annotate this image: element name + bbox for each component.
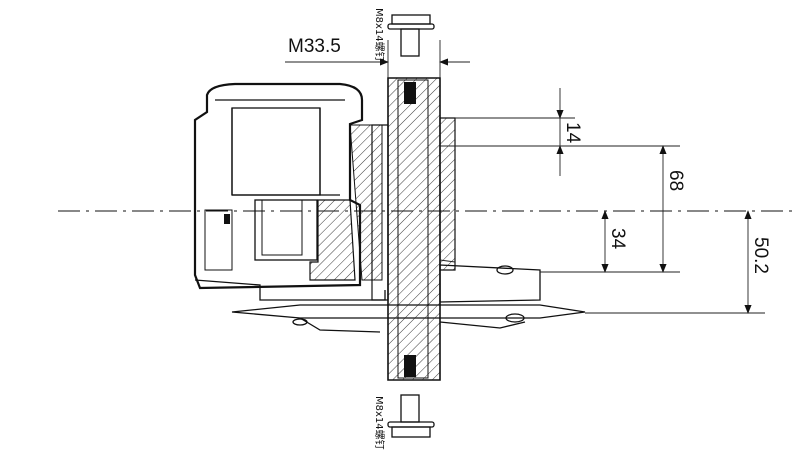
dimension-m33-5: M33.5 [285, 36, 470, 78]
dimension-14: 14 [556, 88, 583, 176]
screw-label-top: M8x14螺钉 [373, 8, 385, 62]
screw-top [387, 14, 435, 57]
dimension-34: 34 [601, 210, 628, 273]
extension-lines [455, 117, 765, 314]
dimension-68: 68 [659, 145, 686, 273]
dimension-label-34: 34 [607, 228, 628, 250]
dimension-label-50-2: 50.2 [750, 237, 771, 274]
dimension-label-m33-5: M33.5 [288, 36, 341, 57]
dimension-50-2: 50.2 [744, 210, 771, 314]
motor-housing [193, 82, 386, 301]
dimension-label-68: 68 [665, 170, 686, 191]
chainring-flange [371, 77, 456, 381]
dimension-label-14: 14 [562, 122, 583, 144]
screw-bottom [387, 394, 435, 438]
screw-label-bottom: M8x14螺钉 [373, 396, 385, 450]
